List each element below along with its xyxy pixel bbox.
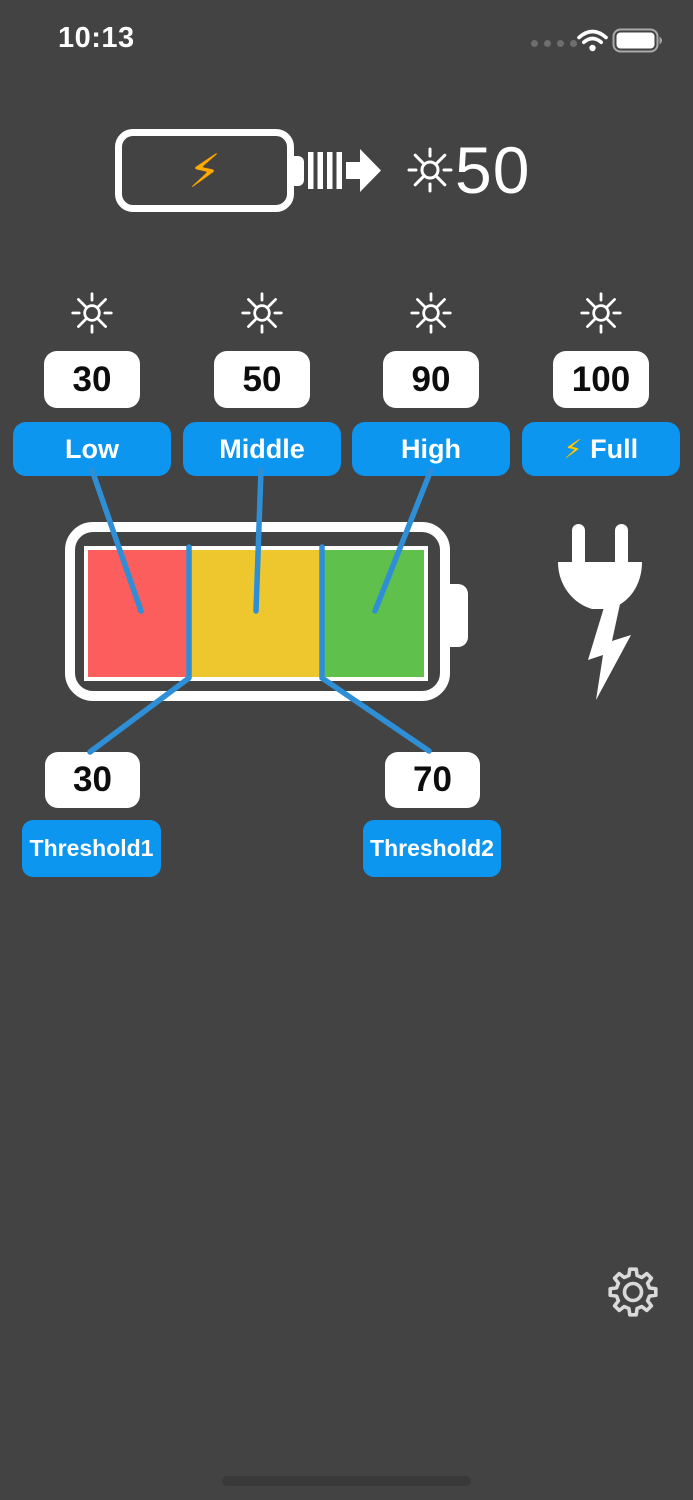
- cellular-dots-icon: [531, 40, 577, 47]
- high-button[interactable]: High: [352, 422, 510, 476]
- threshold2-value: 70: [385, 752, 480, 808]
- brightness-icon: [409, 291, 453, 340]
- preset-column-full: 100 ⚡ Full: [522, 291, 680, 476]
- brightness-icon: [579, 291, 623, 340]
- segment-high: [323, 550, 424, 677]
- preset-column-middle: 50 Middle: [183, 291, 341, 476]
- preset-column-high: 90 High: [352, 291, 510, 476]
- preset-column-low: 30 Low: [13, 291, 171, 476]
- gear-icon: [605, 1264, 661, 1325]
- full-button[interactable]: ⚡ Full: [522, 422, 680, 476]
- preset-value-low: 30: [44, 351, 140, 408]
- brightness-icon: [70, 291, 114, 340]
- wifi-icon: [576, 27, 609, 57]
- battery-status-icon: [612, 28, 662, 58]
- current-brightness-value: 50: [455, 133, 531, 207]
- battery-gauge-terminal: [449, 584, 468, 647]
- brightness-icon: [240, 291, 284, 340]
- threshold1-value: 30: [45, 752, 140, 808]
- power-plug-icon: [552, 518, 652, 708]
- settings-button[interactable]: [604, 1265, 662, 1323]
- arrow-right-icon: [308, 146, 382, 199]
- charging-battery-icon: ⚡: [115, 129, 294, 212]
- middle-button[interactable]: Middle: [183, 422, 341, 476]
- preset-value-high: 90: [383, 351, 479, 408]
- home-indicator[interactable]: [222, 1476, 471, 1486]
- battery-gauge-segments: [84, 546, 428, 681]
- segment-middle: [188, 550, 324, 677]
- segment-low: [88, 550, 189, 677]
- charging-bolt-icon: ⚡: [188, 144, 221, 197]
- battery-terminal: [294, 156, 304, 186]
- bolt-icon: ⚡: [563, 434, 583, 464]
- low-button[interactable]: Low: [13, 422, 171, 476]
- brightness-icon: [406, 146, 454, 199]
- status-time: 10:13: [58, 22, 135, 54]
- threshold1-button[interactable]: Threshold1: [22, 820, 161, 877]
- preset-value-middle: 50: [214, 351, 310, 408]
- preset-value-full: 100: [553, 351, 649, 408]
- threshold2-button[interactable]: Threshold2: [363, 820, 501, 877]
